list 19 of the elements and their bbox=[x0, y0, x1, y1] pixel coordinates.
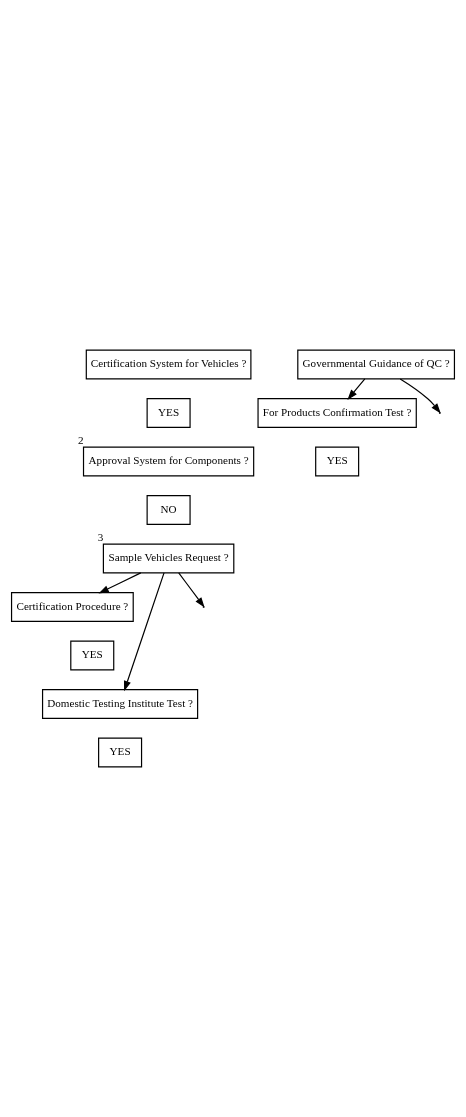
arrow bbox=[123, 572, 165, 692]
node-box: YES bbox=[98, 737, 143, 768]
node-box: YES bbox=[146, 398, 191, 428]
node-box: YES bbox=[70, 640, 115, 671]
node-box: Certification System for Vehicles ? bbox=[85, 349, 252, 380]
node-label: 2 bbox=[77, 434, 84, 447]
node-box: Governmental Guidance of QC ? bbox=[297, 349, 456, 380]
node-box: Sample Vehicles Request ? bbox=[102, 543, 235, 574]
node-label: 3 bbox=[97, 531, 104, 544]
node-box: YES bbox=[315, 446, 360, 477]
node-box: For Products Confirmation Test ? bbox=[257, 398, 417, 428]
arrow bbox=[98, 572, 142, 594]
node-box: Approval System for Components ? bbox=[82, 446, 255, 477]
arrow bbox=[347, 378, 366, 400]
node-box: NO bbox=[146, 495, 191, 525]
arrow bbox=[178, 572, 205, 608]
arrow bbox=[399, 378, 441, 414]
node-box: Certification Procedure ? bbox=[10, 592, 134, 622]
node-box: Domestic Testing Institute Test ? bbox=[41, 689, 199, 719]
